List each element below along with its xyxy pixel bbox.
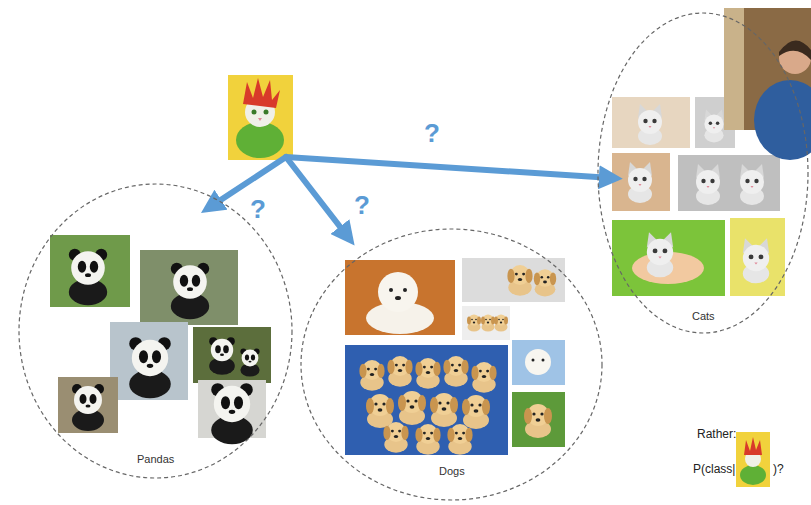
cluster-outline (597, 12, 809, 334)
note-text: Rather: (697, 427, 736, 441)
class-cluster: Dogs (300, 228, 603, 501)
cluster-label: Cats (689, 310, 718, 322)
cluster-label: Pandas (134, 453, 177, 465)
cluster-label: Dogs (436, 465, 468, 477)
class-cluster: Pandas (18, 183, 293, 479)
cluster-outline (18, 183, 293, 479)
formula-text: P(class| (693, 462, 735, 476)
question-mark: ? (250, 194, 266, 225)
question-mark: ? (424, 118, 440, 149)
cluster-outline (300, 228, 603, 501)
question-mark: ? (354, 190, 370, 221)
formula-text: )? (773, 462, 784, 476)
class-cluster: Cats (597, 12, 809, 334)
